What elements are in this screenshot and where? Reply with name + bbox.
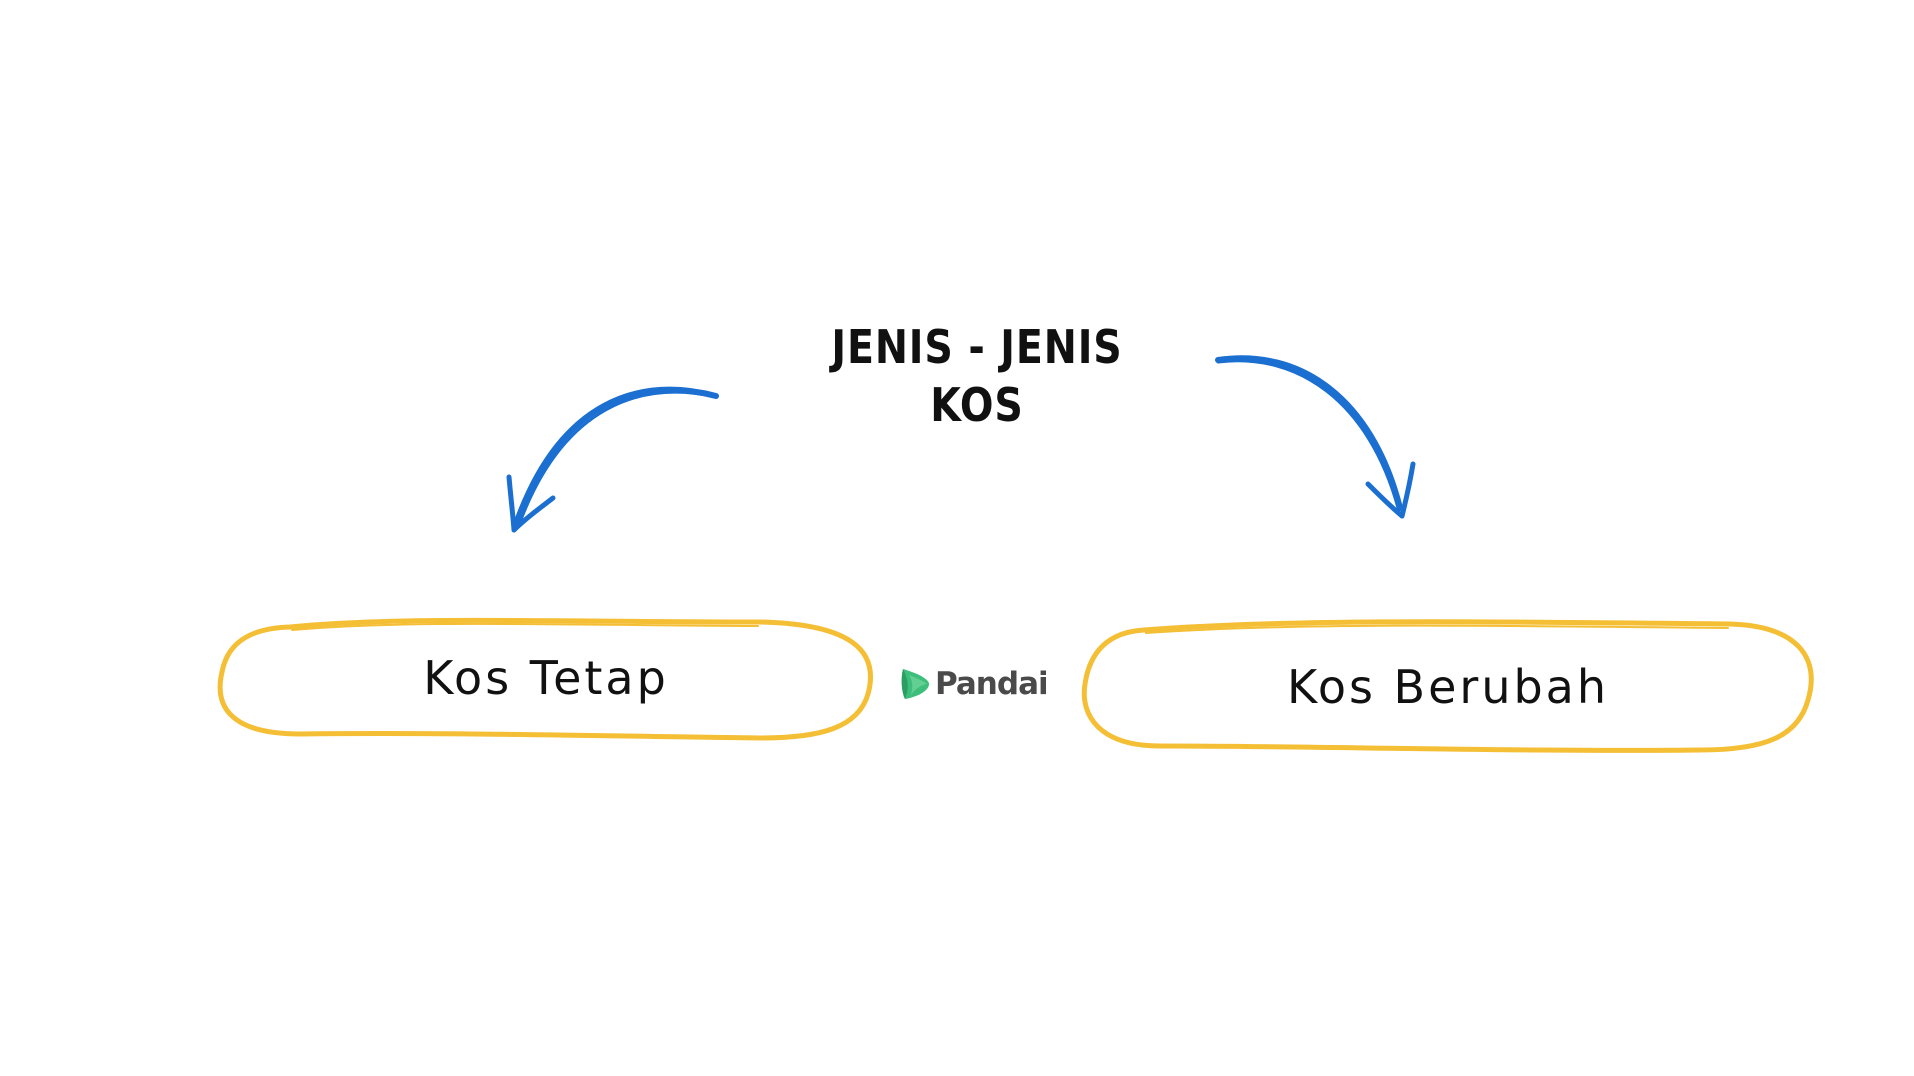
curved-arrow-down-left-icon <box>506 386 719 533</box>
diagram-title: JENIS - JENIS KOS <box>788 318 1166 434</box>
title-line-1: JENIS - JENIS <box>831 320 1123 374</box>
curved-arrow-down-right-icon <box>1215 355 1416 519</box>
pandai-logo-text: Pandai <box>935 666 1049 702</box>
pandai-leaf-icon <box>901 669 929 699</box>
kos-tetap-label: Kos Tetap <box>423 651 669 705</box>
kos-berubah-outline <box>1081 619 1814 753</box>
title-line-2: KOS <box>930 378 1024 432</box>
kos-berubah-label: Kos Berubah <box>1286 660 1610 714</box>
pandai-logo: Pandai <box>899 664 1069 708</box>
kos-tetap-outline <box>217 617 874 741</box>
